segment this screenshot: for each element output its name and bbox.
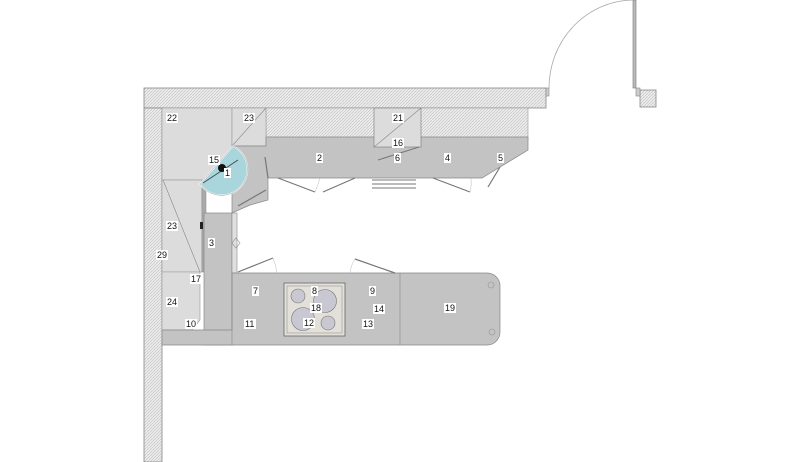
left-wall: [143, 107, 163, 462]
counter-top-run[interactable]: [231, 136, 529, 214]
svg-text:2: 2: [317, 153, 322, 163]
label-2: 2: [316, 153, 323, 163]
label-21: 22: [166, 113, 178, 123]
top-wall: [143, 87, 547, 109]
label-18: 18: [310, 303, 322, 313]
label-7: 7: [252, 286, 259, 296]
svg-text:23: 23: [244, 113, 254, 123]
label-17: 17: [190, 274, 202, 284]
label-24: 24: [166, 297, 178, 307]
svg-text:21: 21: [393, 113, 403, 123]
corner-carousel[interactable]: [199, 145, 249, 197]
svg-text:12: 12: [304, 318, 314, 328]
label-12: 12: [303, 318, 315, 328]
svg-text:24: 24: [167, 297, 177, 307]
svg-text:1: 1: [225, 168, 230, 178]
counter-3[interactable]: [203, 212, 233, 346]
label-20: 21: [392, 113, 404, 123]
svg-text:3: 3: [209, 238, 214, 248]
label-4: 4: [444, 153, 451, 163]
svg-text:13: 13: [363, 319, 373, 329]
leg-icon: [488, 328, 496, 336]
hinge-icon: [231, 237, 241, 249]
label-22: 23: [243, 113, 255, 123]
item-labels: 22 23 21 16 15 1 2 6 4 5 23 3 29 17 24 1…: [156, 113, 504, 329]
door-jamb-left: [545, 87, 550, 97]
svg-text:9: 9: [370, 286, 375, 296]
svg-text:22: 22: [167, 113, 177, 123]
svg-text:16: 16: [393, 138, 403, 148]
label-29: 29: [156, 250, 168, 260]
label-9: 9: [369, 286, 376, 296]
svg-text:17: 17: [191, 274, 201, 284]
svg-text:8: 8: [312, 286, 317, 296]
door-leaf[interactable]: [632, 0, 637, 89]
right-wall-stub: [639, 89, 657, 108]
burner[interactable]: [320, 315, 336, 331]
label-10: 10: [185, 319, 197, 329]
label-1: 1: [224, 168, 231, 178]
svg-text:23: 23: [167, 221, 177, 231]
svg-text:6: 6: [395, 153, 400, 163]
label-8: 8: [311, 286, 318, 296]
door-jamb-right: [635, 87, 641, 97]
svg-text:4: 4: [445, 153, 450, 163]
svg-text:29: 29: [157, 250, 167, 260]
svg-text:5: 5: [498, 153, 503, 163]
label-14: 14: [373, 304, 385, 314]
leg-icon: [487, 281, 495, 289]
svg-text:19: 19: [445, 303, 455, 313]
burner[interactable]: [290, 288, 306, 304]
label-13: 13: [362, 319, 374, 329]
label-3: 3: [208, 238, 215, 248]
label-11: 11: [244, 319, 256, 329]
handle: [200, 222, 203, 229]
cabinet-door-swings: [237, 156, 501, 274]
label-23: 23: [166, 221, 178, 231]
label-15: 15: [208, 155, 220, 165]
svg-text:11: 11: [245, 319, 254, 329]
entry-door[interactable]: [548, 0, 637, 89]
svg-text:10: 10: [186, 319, 196, 329]
label-16: 16: [392, 138, 404, 148]
label-5: 5: [497, 153, 504, 163]
svg-text:18: 18: [311, 303, 321, 313]
label-6: 6: [394, 153, 401, 163]
end-panel: [231, 212, 238, 274]
door-swing-arc: [548, 0, 634, 89]
svg-text:7: 7: [253, 286, 258, 296]
label-19: 19: [444, 303, 456, 313]
svg-text:14: 14: [374, 304, 384, 314]
svg-text:15: 15: [209, 155, 219, 165]
